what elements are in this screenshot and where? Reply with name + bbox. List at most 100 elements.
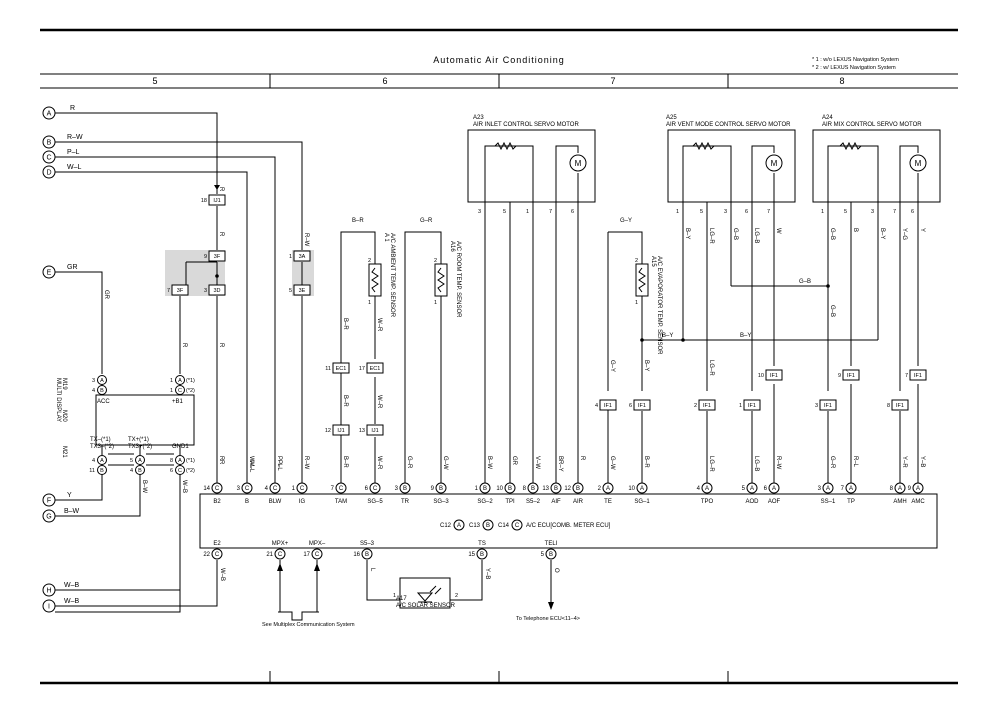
- ecu-pin-connector-letter: A: [826, 486, 830, 492]
- ecu-pin-number: 9: [908, 486, 912, 492]
- ecu-pin-wire: L: [369, 568, 375, 572]
- ecu-pin-name: TE: [604, 499, 612, 505]
- junction-label: 3F: [214, 254, 221, 260]
- ecu-pin-connector-letter: A: [750, 486, 754, 492]
- connector-id: A: [47, 111, 52, 118]
- junction-connector: [366, 362, 384, 374]
- multi-display-pin-letter: A: [100, 378, 104, 384]
- ecu-pin-number: 4: [697, 486, 701, 492]
- ecu-pin-wire: R: [579, 456, 585, 461]
- ecu-pin-connector-letter: A: [772, 486, 776, 492]
- wire-color-label: G–R: [420, 218, 433, 224]
- ecu-pin-number: 22: [203, 552, 210, 558]
- photodiode-icon: [416, 585, 442, 603]
- ecu-connector-letter: C: [515, 523, 520, 529]
- multi-display-pin: [97, 375, 107, 385]
- ecu-pin-wire: R: [218, 456, 224, 461]
- wire-color-label: B–R: [342, 318, 348, 330]
- ecu-pin-connector: [636, 482, 648, 494]
- junction-pin-number: 7: [905, 373, 908, 379]
- svg-text:M: M: [915, 159, 922, 168]
- junction-pin-number: 5: [289, 288, 292, 294]
- diagram-title: Automatic Air Conditioning: [433, 55, 565, 65]
- ecu-pin-name: TP: [847, 499, 855, 505]
- ecu-pin-number: 10: [628, 486, 635, 492]
- ecu-pin-wire: O: [553, 568, 559, 573]
- ecu-pin-connector-letter: A: [849, 486, 853, 492]
- junction-connector: [633, 399, 651, 411]
- junction-connector: [909, 369, 927, 381]
- wire-color-label: G–B: [829, 228, 835, 240]
- component-pin-number: 7: [549, 209, 552, 215]
- component-code: M21: [61, 446, 67, 458]
- ecu-pin-connector: [527, 482, 539, 494]
- wire-color-label: LG–R: [708, 228, 714, 244]
- ecu-pin-number: 12: [564, 486, 571, 492]
- multi-display-pin: [175, 465, 185, 475]
- wire-color-label: R: [218, 343, 224, 348]
- ecu-pin-connector: [822, 482, 834, 494]
- multi-display-pin-letter: A: [178, 458, 182, 464]
- wire-color: B–W: [64, 508, 80, 515]
- multi-display-pin-number: 4: [92, 388, 95, 394]
- ecu-pin-number: 8: [523, 486, 527, 492]
- ecu-pin-connector: [311, 548, 323, 560]
- ecu-connector-code: C14: [498, 523, 510, 529]
- junction-pin-number: 1: [289, 254, 292, 260]
- ecu-pin-wire: W–R: [376, 456, 382, 470]
- junction-pin-number: 1: [739, 403, 742, 409]
- multi-display-pin: [97, 385, 107, 395]
- wire-color-label: W: [775, 228, 781, 234]
- ecu-pin-number: 9: [431, 486, 435, 492]
- junction-label: IF1: [638, 403, 646, 409]
- ecu-pin-connector: [545, 548, 557, 560]
- junction-pin-number: 10: [758, 373, 764, 379]
- ecu-pin-connector-letter: B: [365, 552, 369, 558]
- ecu-pin-name: B: [245, 499, 249, 505]
- sensor-pin-number: 2: [368, 258, 371, 264]
- ecu-pin-number: 1: [475, 486, 479, 492]
- component-pin-number: 3: [871, 209, 874, 215]
- ecu-pin-connector: [912, 482, 924, 494]
- ecu-pin-connector-letter: C: [245, 486, 250, 492]
- ecu-pin-number: 14: [203, 486, 210, 492]
- ecu-pin-number: 3: [395, 486, 399, 492]
- wire-color-label: B–Y: [643, 360, 649, 371]
- a23-box: [467, 129, 596, 203]
- pin-name: TX–(*1): [90, 437, 111, 443]
- multi-display-pin-letter: C: [178, 468, 182, 474]
- wire-color: W–L: [67, 164, 82, 171]
- wire-color-label: W–B: [181, 480, 187, 493]
- ecu-pin-number: 5: [541, 552, 545, 558]
- component-pin-number: 5: [700, 209, 703, 215]
- component-pin-number: 6: [911, 209, 914, 215]
- ecu-pin-name: AOD: [745, 499, 759, 505]
- junction-pin-number: 4: [595, 403, 598, 409]
- ecu-pin-connector: [845, 482, 857, 494]
- junction-label: EC1: [370, 366, 381, 372]
- multi-display-pin-number: 4: [130, 468, 133, 474]
- ecu-pin-number: 4: [265, 486, 269, 492]
- ac-ecu-box: [199, 493, 938, 549]
- ecu-pin-connector-letter: B: [439, 486, 443, 492]
- junction-label: 3F: [177, 288, 184, 294]
- component-name: A/C ROOM TEMP. SENSOR: [455, 241, 461, 318]
- connector-id: B: [47, 140, 52, 147]
- multi-display-pin-number: 6: [170, 468, 173, 474]
- multi-display-pin-letter: B: [138, 468, 142, 474]
- ecu-connector-letter: B: [486, 523, 490, 529]
- note-2: * 2 : w/ LEXUS Navigation System: [812, 65, 896, 71]
- ecu-pin-wire: R–L: [852, 456, 858, 468]
- wire-color-label: B–R: [342, 395, 348, 407]
- ecu-pin-wire: GR: [511, 456, 517, 466]
- multi-display-pin-letter: A: [138, 458, 142, 464]
- wire-color: GR: [67, 264, 78, 271]
- component-pin-number: 3: [724, 209, 727, 215]
- ecu-pin-wire: Y–B: [919, 456, 925, 467]
- pin-name: +B1: [172, 399, 184, 405]
- ecu-pin-number: 2: [598, 486, 602, 492]
- junction-connector: [698, 399, 716, 411]
- motor-icon: M: [765, 154, 783, 172]
- multi-display-pin-number: 3: [92, 378, 95, 384]
